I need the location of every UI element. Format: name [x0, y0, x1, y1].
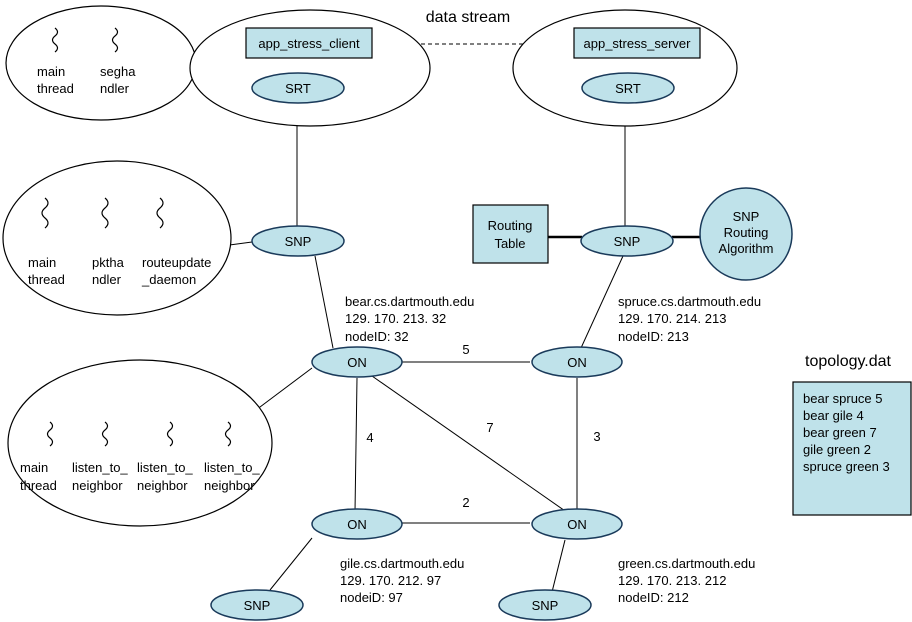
svg-text:segha: segha [100, 64, 136, 79]
topology-title: topology.dat [805, 353, 892, 370]
on-threads-ellipse [7, 359, 273, 527]
gile-snp-node: SNP [210, 589, 304, 621]
svg-text:thread: thread [28, 272, 65, 287]
connector-lines [221, 40, 702, 593]
edge-weight-gile-green: 2 [462, 495, 469, 510]
svg-text:listen_to_: listen_to_ [72, 460, 128, 475]
svg-text:main: main [37, 64, 65, 79]
svg-text:thread: thread [20, 478, 57, 493]
svg-text:gile.cs.dartmouth.edu: gile.cs.dartmouth.edu [340, 556, 464, 571]
svg-text:SNP: SNP [614, 234, 641, 249]
bear-host-label: bear.cs.dartmouth.edu 129. 170. 213. 32 … [345, 294, 474, 344]
topology-line: spruce green 3 [803, 459, 890, 474]
svg-text:nodeiD: 97: nodeiD: 97 [340, 590, 403, 605]
svg-text:SRT: SRT [285, 81, 311, 96]
svg-text:ON: ON [347, 355, 367, 370]
green-host-label: green.cs.dartmouth.edu 129. 170. 213. 21… [618, 556, 755, 605]
svg-text:SRT: SRT [615, 81, 641, 96]
app-client-box: app_stress_client [245, 27, 373, 59]
svg-text:main: main [28, 255, 56, 270]
svg-text:neighbor: neighbor [137, 478, 188, 493]
svg-text:SNP: SNP [532, 598, 559, 613]
svg-text:ON: ON [347, 517, 367, 532]
topology-line: bear gile 4 [803, 408, 864, 423]
spruce-on-node: ON [531, 346, 623, 378]
gile-on-to-snp-line [269, 537, 313, 591]
gile-host-label: gile.cs.dartmouth.edu 129. 170. 212. 97 … [340, 556, 464, 605]
bear-on-node: ON [311, 346, 403, 378]
topology-line: bear spruce 5 [803, 391, 883, 406]
svg-text:green.cs.dartmouth.edu: green.cs.dartmouth.edu [618, 556, 755, 571]
svg-text:neighbor: neighbor [72, 478, 123, 493]
client-thread-list: main thread segha ndler [37, 27, 136, 96]
spruce-snp-to-on-line [580, 255, 624, 349]
edge-weight-spruce-green: 3 [593, 429, 600, 444]
on-thread-list: main thread listen_to_ neighbor listen_t… [20, 421, 260, 493]
app-server-label: app_stress_server [584, 36, 692, 51]
svg-text:routeupdate: routeupdate [142, 255, 211, 270]
svg-text:129. 170. 214. 213: 129. 170. 214. 213 [618, 311, 726, 326]
gile-on-node: ON [311, 508, 403, 540]
bear-snp-to-on-line [314, 255, 334, 349]
snp-thread-list: main thread pktha ndler routeupdate _dae… [28, 197, 211, 287]
topology-box: bear spruce 5 bear gile 4 bear green 7 g… [792, 381, 912, 516]
svg-text:129. 170. 212. 97: 129. 170. 212. 97 [340, 573, 441, 588]
edge-weight-bear-green: 7 [486, 420, 493, 435]
client-srt-node: SRT [251, 72, 345, 104]
snp-threads-ellipse [2, 160, 232, 316]
svg-text:neighbor: neighbor [204, 478, 255, 493]
svg-text:Routing: Routing [488, 218, 533, 233]
spruce-host-label: spruce.cs.dartmouth.edu 129. 170. 214. 2… [618, 294, 761, 344]
green-on-node: ON [531, 508, 623, 540]
svg-text:_daemon: _daemon [141, 272, 196, 287]
topology-line: bear green 7 [803, 425, 877, 440]
on-threads-connector [255, 367, 313, 411]
svg-text:SNP: SNP [244, 598, 271, 613]
green-snp-node: SNP [498, 589, 592, 621]
svg-text:pktha: pktha [92, 255, 125, 270]
svg-text:bear.cs.dartmouth.edu: bear.cs.dartmouth.edu [345, 294, 474, 309]
svg-text:nodeID: 213: nodeID: 213 [618, 329, 689, 344]
svg-text:spruce.cs.dartmouth.edu: spruce.cs.dartmouth.edu [618, 294, 761, 309]
app-server-box: app_stress_server [573, 27, 701, 59]
svg-text:SNP: SNP [285, 234, 312, 249]
svg-text:ON: ON [567, 517, 587, 532]
server-srt-node: SRT [581, 72, 675, 104]
svg-text:ndler: ndler [100, 81, 130, 96]
svg-text:Algorithm: Algorithm [719, 241, 774, 256]
svg-text:129. 170. 213. 32: 129. 170. 213. 32 [345, 311, 446, 326]
svg-text:listen_to_: listen_to_ [137, 460, 193, 475]
edge-bear-gile [354, 377, 358, 513]
svg-text:Routing: Routing [724, 225, 769, 240]
svg-text:Table: Table [494, 236, 525, 251]
edge-bear-green [371, 375, 569, 514]
routing-algorithm-circle: SNP Routing Algorithm [699, 187, 793, 281]
svg-text:ON: ON [567, 355, 587, 370]
svg-text:main: main [20, 460, 48, 475]
svg-text:129. 170. 213. 212: 129. 170. 213. 212 [618, 573, 726, 588]
app-client-label: app_stress_client [258, 36, 360, 51]
data-stream-label: data stream [426, 9, 510, 26]
edge-weight-bear-spruce: 5 [462, 342, 469, 357]
client-threads-ellipse [5, 5, 197, 121]
svg-text:listen_to_: listen_to_ [204, 460, 260, 475]
edge-weight-bear-gile: 4 [366, 430, 373, 445]
svg-text:nodeID: 212: nodeID: 212 [618, 590, 689, 605]
svg-text:nodeID: 32: nodeID: 32 [345, 329, 409, 344]
topology-line: gile green 2 [803, 442, 871, 457]
svg-text:SNP: SNP [733, 209, 760, 224]
green-on-to-snp-line [551, 539, 566, 593]
svg-text:ndler: ndler [92, 272, 122, 287]
svg-text:thread: thread [37, 81, 74, 96]
routing-table-box: Routing Table [472, 204, 549, 264]
bear-snp-node: SNP [251, 225, 345, 257]
spruce-snp-node: SNP [580, 225, 674, 257]
